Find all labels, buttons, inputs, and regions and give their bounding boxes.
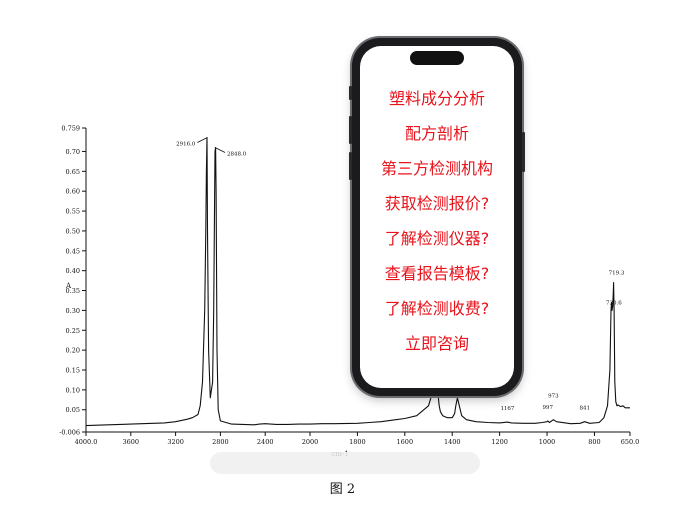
y-axis-label: A [65, 282, 72, 290]
x-tick-label: 1200 [491, 438, 508, 446]
y-tick-label: 0.05 [66, 406, 80, 414]
peak-leader [214, 147, 226, 153]
menu-item-formula-analysis[interactable]: 配方剖析 [404, 124, 469, 143]
y-tick-label: 0.10 [66, 386, 80, 394]
peak-label: 997 [542, 405, 553, 411]
peak-label: 1167 [500, 406, 514, 412]
y-tick-label: 0.55 [66, 208, 80, 216]
phone-volume-up-button [349, 116, 352, 144]
peak-label: 719.3 [609, 271, 625, 277]
x-tick-label: 1400 [444, 438, 461, 446]
y-tick-label: 0.40 [66, 267, 80, 275]
y-tick-label: 0.50 [66, 227, 80, 235]
menu-item-report-template[interactable]: 查看报告模板? [384, 264, 490, 283]
phone-mockup: 塑料成分分析 配方剖析 第三方检测机构 获取检测报价? 了解检测仪器? 查看报告… [349, 38, 525, 396]
x-tick-label: 1600 [397, 438, 414, 446]
menu-item-fees[interactable]: 了解检测收费? [384, 299, 490, 318]
y-tick-label: 0.65 [66, 168, 80, 176]
x-tick-label: 2000 [302, 438, 319, 446]
phone-volume-down-button [349, 152, 352, 180]
x-tick-label: 3200 [167, 438, 184, 446]
y-tick-label: 0.35 [66, 287, 80, 295]
y-tick-label: 0.70 [66, 148, 80, 156]
menu-item-get-quote[interactable]: 获取检测报价? [384, 194, 490, 213]
blurred-overlay-bar [210, 452, 480, 474]
menu-item-third-party-lab[interactable]: 第三方检测机构 [380, 159, 493, 178]
y-tick-label: 0.60 [66, 188, 80, 196]
phone-screen: 塑料成分分析 配方剖析 第三方检测机构 获取检测报价? 了解检测仪器? 查看报告… [360, 46, 514, 388]
phone-power-button [522, 132, 525, 172]
service-menu: 塑料成分分析 配方剖析 第三方检测机构 获取检测报价? 了解检测仪器? 查看报告… [360, 90, 514, 370]
menu-item-instruments[interactable]: 了解检测仪器? [384, 229, 490, 248]
y-tick-label: 0.25 [66, 327, 80, 335]
x-tick-label: 4000.0 [75, 438, 98, 446]
figure-caption: 图 2 [329, 482, 356, 497]
y-tick-label: 0.45 [66, 247, 80, 255]
peak-label: 2848.0 [227, 151, 247, 157]
x-tick-label: 3600 [123, 438, 140, 446]
phone-side-button [349, 86, 352, 100]
x-tick-label: 650.0 [621, 438, 640, 446]
peak-label: 730.6 [606, 300, 622, 306]
x-tick-label: 1000 [539, 438, 556, 446]
x-tick-label: 2400 [257, 438, 274, 446]
peak-label: 973 [548, 394, 559, 400]
x-tick-label: 2800 [212, 438, 229, 446]
peak-label: 841 [579, 406, 590, 412]
x-tick-label: 800 [588, 438, 600, 446]
menu-item-plastic-analysis[interactable]: 塑料成分分析 [388, 89, 485, 108]
x-tick-label: 1800 [349, 438, 366, 446]
y-tick-label: 0.30 [66, 307, 80, 315]
peak-label: 2916.0 [176, 142, 196, 148]
menu-item-consult-now[interactable]: 立即咨询 [404, 334, 469, 353]
peak-leader [197, 137, 208, 143]
y-tick-label: 0.15 [66, 367, 80, 375]
dynamic-island [410, 51, 464, 65]
y-tick-label: -0.006 [59, 429, 80, 437]
y-tick-label: 0.759 [61, 125, 80, 133]
y-tick-label: 0.20 [66, 347, 80, 355]
